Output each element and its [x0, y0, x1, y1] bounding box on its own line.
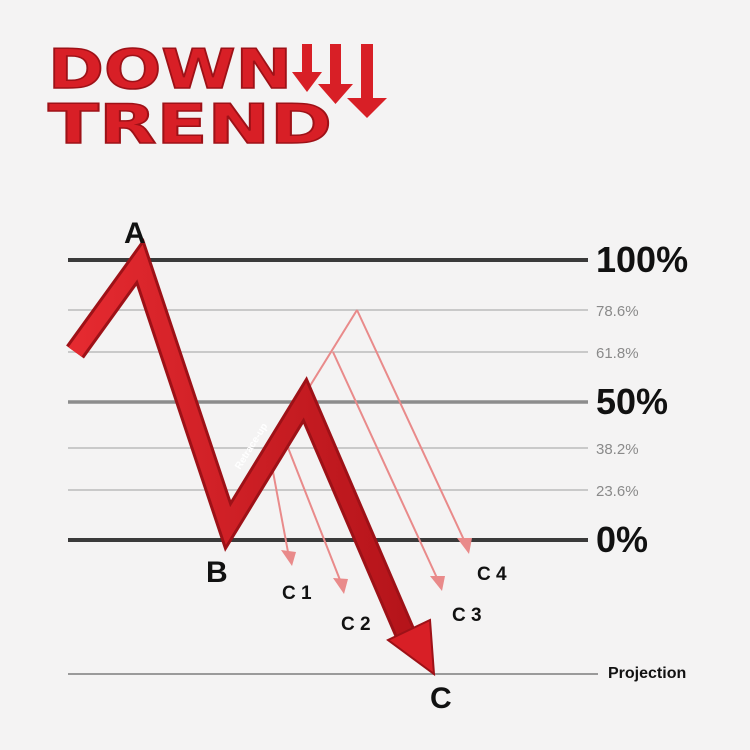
arrowhead-c1	[281, 550, 296, 566]
level-label-23-6: 23.6%	[596, 483, 639, 500]
level-label-0: 0%	[596, 519, 648, 560]
title-block: DOWN TREND	[47, 37, 387, 157]
projection-path-c2	[284, 439, 341, 581]
arrowhead-c4	[457, 538, 472, 554]
point-label-a: A	[124, 217, 146, 250]
price-path: Retrace-up	[66, 238, 436, 677]
level-label-78-6: 78.6%	[596, 303, 639, 320]
level-label-50: 50%	[596, 381, 668, 422]
level-label-38-2: 38.2%	[596, 441, 639, 458]
arrowhead-c3	[430, 576, 445, 591]
projection-label: Projection	[608, 665, 686, 682]
down-arrow-icon	[292, 44, 322, 92]
price-path-line	[68, 244, 416, 644]
title-line-down: DOWN	[48, 38, 292, 101]
projection-path-c4	[356, 309, 465, 541]
arrowhead-c2	[333, 578, 348, 594]
title-line-trend: TREND	[48, 93, 332, 156]
main-arrowhead	[386, 618, 436, 677]
target-label-c3: C 3	[452, 605, 482, 626]
point-label-c: C	[430, 682, 452, 715]
level-label-61-8: 61.8%	[596, 345, 639, 362]
target-label-c2: C 2	[341, 614, 371, 635]
projection-path-c3	[332, 351, 438, 579]
target-label-c1: C 1	[282, 583, 312, 604]
down-arrow-icon	[318, 44, 353, 104]
fib-levels: 100% 78.6% 61.8% 50% 38.2% 23.6% 0% Proj…	[68, 239, 688, 682]
point-label-b: B	[206, 556, 228, 589]
down-arrow-icon	[347, 44, 387, 118]
level-label-100: 100%	[596, 239, 688, 280]
target-label-c4: C 4	[477, 564, 507, 585]
